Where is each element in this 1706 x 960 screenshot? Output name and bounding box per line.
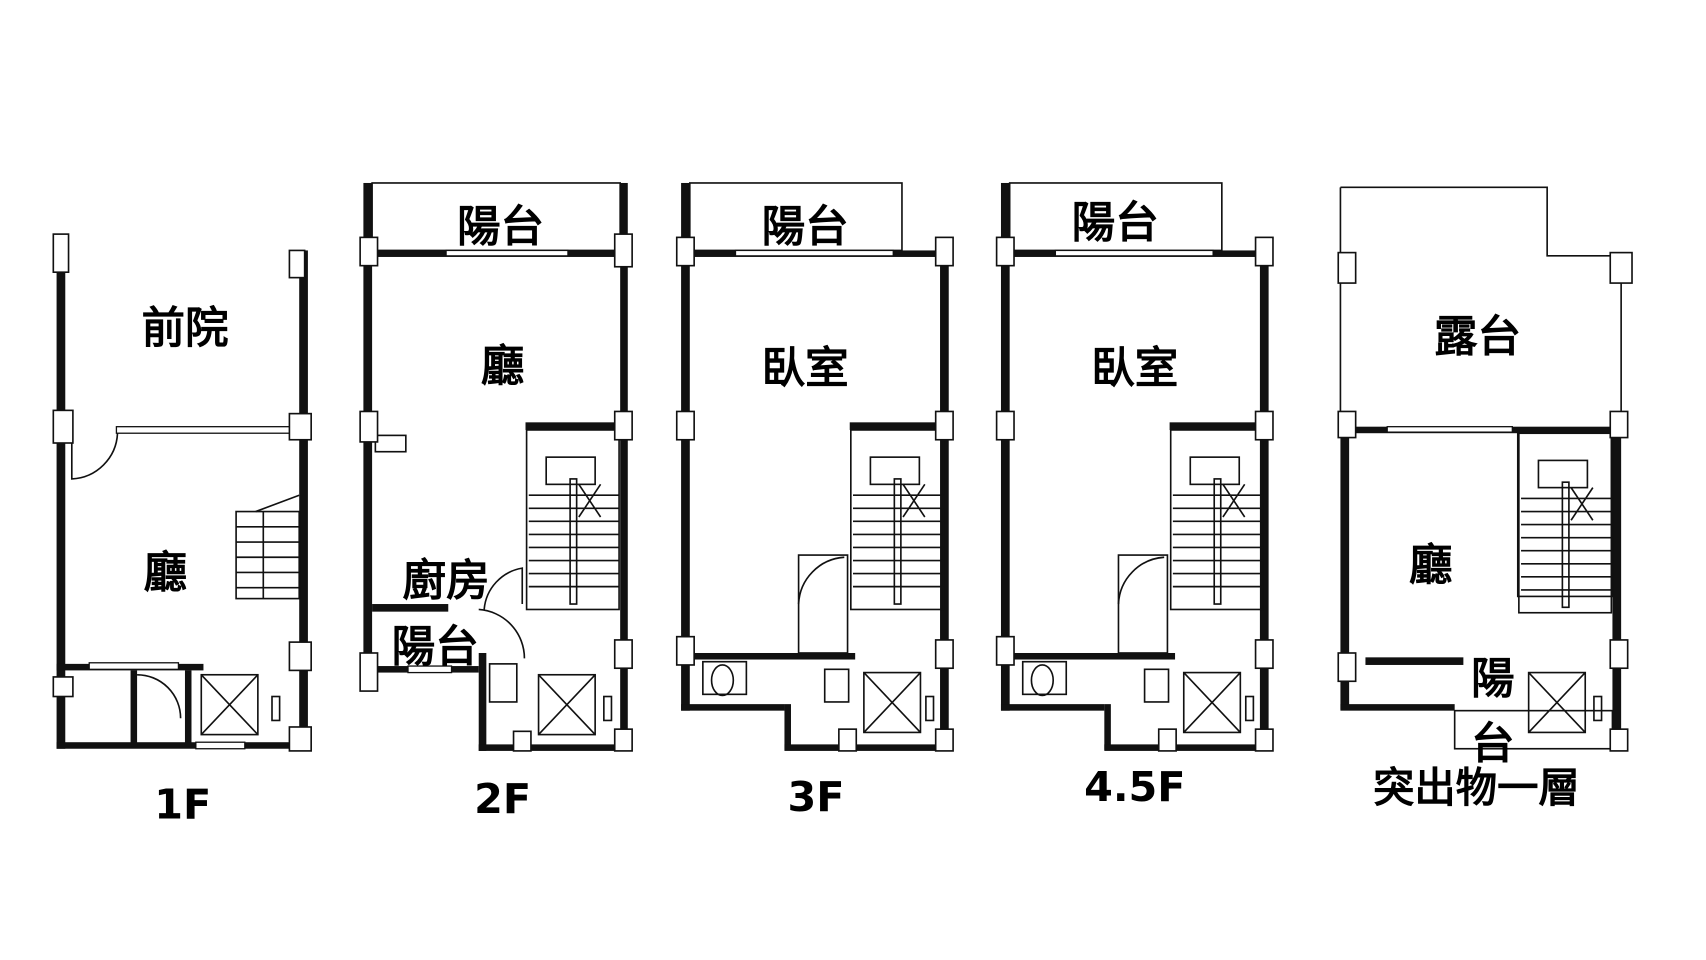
floor-plan-1f: 前院 廳 1F: [52, 233, 312, 828]
floor-plan-4-5f: 陽台 臥室 4.5F: [997, 183, 1273, 811]
floor-label-2f: 2F: [474, 775, 531, 823]
floor-label-4-5f: 4.5F: [1084, 763, 1185, 811]
room-label-bedroom: 臥室: [1091, 344, 1178, 394]
room-label-balcony: 陽台: [762, 203, 849, 253]
room-label-living-room: 廳: [481, 342, 525, 392]
floor-label-rooftop: 突出物一層: [1373, 764, 1580, 812]
room-label-balcony-bottom: 台: [1471, 720, 1515, 770]
floor-label-3f: 3F: [788, 773, 845, 821]
room-label-balcony: 陽台: [457, 203, 544, 253]
floor-label-1f: 1F: [154, 780, 211, 828]
room-label-balcony: 陽台: [1072, 198, 1159, 248]
floor-plan-3f: 陽台 臥室 3F: [677, 183, 953, 821]
room-label-bedroom: 臥室: [762, 344, 849, 394]
room-label-kitchen: 廚房: [403, 556, 490, 606]
room-label-living-room: 廳: [1409, 541, 1453, 591]
room-label-front-yard: 前院: [141, 304, 228, 354]
room-label-balcony-top: 陽: [1471, 654, 1515, 704]
floor-plan-2f: 陽台 廳 廚房 陽台 2F: [359, 182, 633, 823]
room-label-terrace: 露台: [1434, 313, 1521, 363]
floor-plan-rooftop: 露台 廳 陽 台 突出物一層: [1337, 186, 1633, 812]
room-label-rear-balcony: 陽台: [392, 623, 479, 673]
room-label-living-room: 廳: [144, 549, 188, 599]
